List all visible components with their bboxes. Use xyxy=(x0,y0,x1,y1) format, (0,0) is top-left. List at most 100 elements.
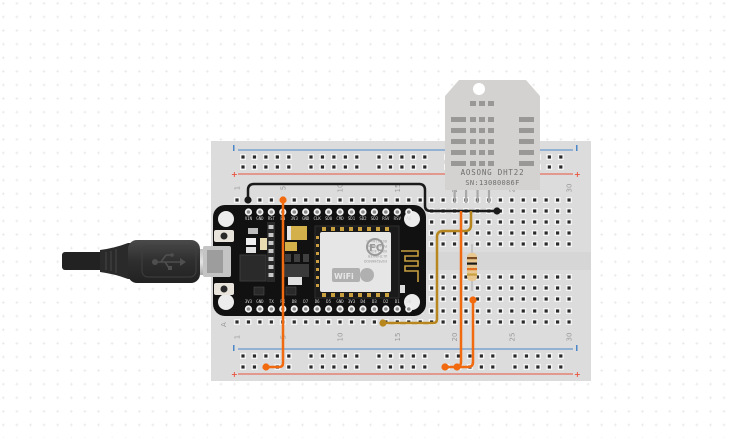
breadboard-hole[interactable] xyxy=(474,319,481,325)
breadboard-hole[interactable] xyxy=(566,285,573,291)
breadboard-hole[interactable] xyxy=(543,319,550,325)
rail-hole[interactable] xyxy=(330,164,337,170)
header-pin-top[interactable]: RSV xyxy=(394,208,402,221)
breadboard-hole[interactable] xyxy=(531,219,538,225)
breadboard-hole[interactable] xyxy=(463,219,469,225)
breadboard-hole[interactable] xyxy=(371,319,378,325)
rail-hole[interactable] xyxy=(308,364,314,370)
header-pin-bottom[interactable]: D3 xyxy=(370,299,378,313)
breadboard-hole[interactable] xyxy=(566,219,573,225)
breadboard-hole[interactable] xyxy=(440,230,447,236)
breadboard-hole[interactable] xyxy=(451,219,458,225)
breadboard-hole[interactable] xyxy=(554,197,561,203)
breadboard-hole[interactable] xyxy=(485,285,492,291)
breadboard-hole[interactable] xyxy=(508,219,515,225)
header-pin-top[interactable]: GND xyxy=(302,208,310,221)
gnd-wire-endpoint[interactable] xyxy=(244,196,252,204)
breadboard-hole[interactable] xyxy=(554,285,561,291)
breadboard-hole[interactable] xyxy=(485,241,492,247)
rail-hole[interactable] xyxy=(410,353,417,359)
breadboard-hole[interactable] xyxy=(394,197,401,203)
header-pin-bottom[interactable]: TX xyxy=(267,299,275,313)
breadboard-hole[interactable] xyxy=(531,285,538,291)
breadboard-hole[interactable] xyxy=(543,219,550,225)
breadboard-hole[interactable] xyxy=(566,241,573,247)
rail-hole[interactable] xyxy=(342,353,349,359)
rail-hole[interactable] xyxy=(421,154,428,160)
header-pin-bottom[interactable]: D7 xyxy=(302,299,310,313)
breadboard-hole[interactable] xyxy=(291,319,298,325)
breadboard-hole[interactable] xyxy=(485,296,492,302)
data-wire-endpoint[interactable] xyxy=(379,319,387,327)
breadboard-hole[interactable] xyxy=(440,274,447,280)
resistor-wire[interactable] xyxy=(457,300,475,369)
rail-hole[interactable] xyxy=(342,164,349,170)
breadboard-hole[interactable] xyxy=(291,197,298,203)
breadboard-hole[interactable] xyxy=(508,197,515,203)
rail-hole[interactable] xyxy=(330,364,337,370)
breadboard-hole[interactable] xyxy=(463,296,469,302)
header-pin-top[interactable]: A0 xyxy=(405,208,413,221)
breadboard-hole[interactable] xyxy=(520,241,527,247)
rail-hole[interactable] xyxy=(285,364,292,370)
breadboard-hole[interactable] xyxy=(302,197,309,203)
breadboard-hole[interactable] xyxy=(531,208,538,214)
breadboard-hole[interactable] xyxy=(520,285,527,291)
rail-hole[interactable] xyxy=(398,164,405,170)
rail-hole[interactable] xyxy=(353,364,360,370)
breadboard-hole[interactable] xyxy=(382,197,389,203)
breadboard-hole[interactable] xyxy=(348,197,355,203)
breadboard-hole[interactable] xyxy=(566,208,573,214)
gnd-wire[interactable] xyxy=(246,182,497,213)
breadboard-hole[interactable] xyxy=(474,241,481,247)
breadboard-hole[interactable] xyxy=(508,308,515,314)
breadboard-hole[interactable] xyxy=(566,230,573,236)
rail-hole[interactable] xyxy=(285,154,292,160)
header-pin-top[interactable]: SD2 xyxy=(359,208,367,221)
breadboard-hole[interactable] xyxy=(497,319,504,325)
breadboard-hole[interactable] xyxy=(566,296,573,302)
rail-hole[interactable] xyxy=(240,164,246,170)
breadboard-hole[interactable] xyxy=(463,319,469,325)
breadboard-hole[interactable] xyxy=(543,285,550,291)
resistor-wire-endpoint[interactable] xyxy=(453,363,461,371)
rail-hole[interactable] xyxy=(319,353,326,359)
rail-hole[interactable] xyxy=(376,154,382,160)
breadboard-hole[interactable] xyxy=(543,296,550,302)
breadboard-hole[interactable] xyxy=(497,285,504,291)
breadboard-hole[interactable] xyxy=(566,308,573,314)
breadboard-hole[interactable] xyxy=(474,274,481,280)
breadboard-hole[interactable] xyxy=(554,208,561,214)
breadboard-hole[interactable] xyxy=(554,219,561,225)
breadboard-hole[interactable] xyxy=(554,319,561,325)
breadboard-hole[interactable] xyxy=(531,241,538,247)
breadboard-hole[interactable] xyxy=(451,296,458,302)
breadboard-hole[interactable] xyxy=(314,197,321,203)
breadboard-hole[interactable] xyxy=(508,296,515,302)
breadboard-hole[interactable] xyxy=(359,319,366,325)
header-pin-bottom[interactable]: GND xyxy=(256,299,264,313)
breadboard-hole[interactable] xyxy=(497,241,504,247)
header-pin-bottom[interactable]: D5 xyxy=(325,299,333,313)
rail-hole[interactable] xyxy=(387,353,394,359)
breadboard-hole[interactable] xyxy=(314,319,321,325)
rail-hole[interactable] xyxy=(557,353,564,359)
breadboard-hole[interactable] xyxy=(531,319,538,325)
breadboard-hole[interactable] xyxy=(451,319,458,325)
breadboard-hole[interactable] xyxy=(520,319,527,325)
breadboard-hole[interactable] xyxy=(359,197,366,203)
rail-hole[interactable] xyxy=(523,353,530,359)
header-pin-top[interactable]: SD1 xyxy=(348,208,356,221)
breadboard-hole[interactable] xyxy=(497,219,504,225)
rail-hole[interactable] xyxy=(398,154,405,160)
vcc-wire-endpoint[interactable] xyxy=(279,196,287,204)
vcc-wire-endpoint[interactable] xyxy=(262,363,270,371)
breadboard-hole[interactable] xyxy=(554,296,561,302)
breadboard-hole[interactable] xyxy=(508,241,515,247)
breadboard-hole[interactable] xyxy=(337,319,344,325)
vcc-wire-nodemcu[interactable] xyxy=(266,200,285,369)
rail-hole[interactable] xyxy=(421,364,428,370)
rail-hole[interactable] xyxy=(308,154,314,160)
rail-hole[interactable] xyxy=(512,353,518,359)
vcc-wire-sensor-endpoint[interactable] xyxy=(441,363,449,371)
